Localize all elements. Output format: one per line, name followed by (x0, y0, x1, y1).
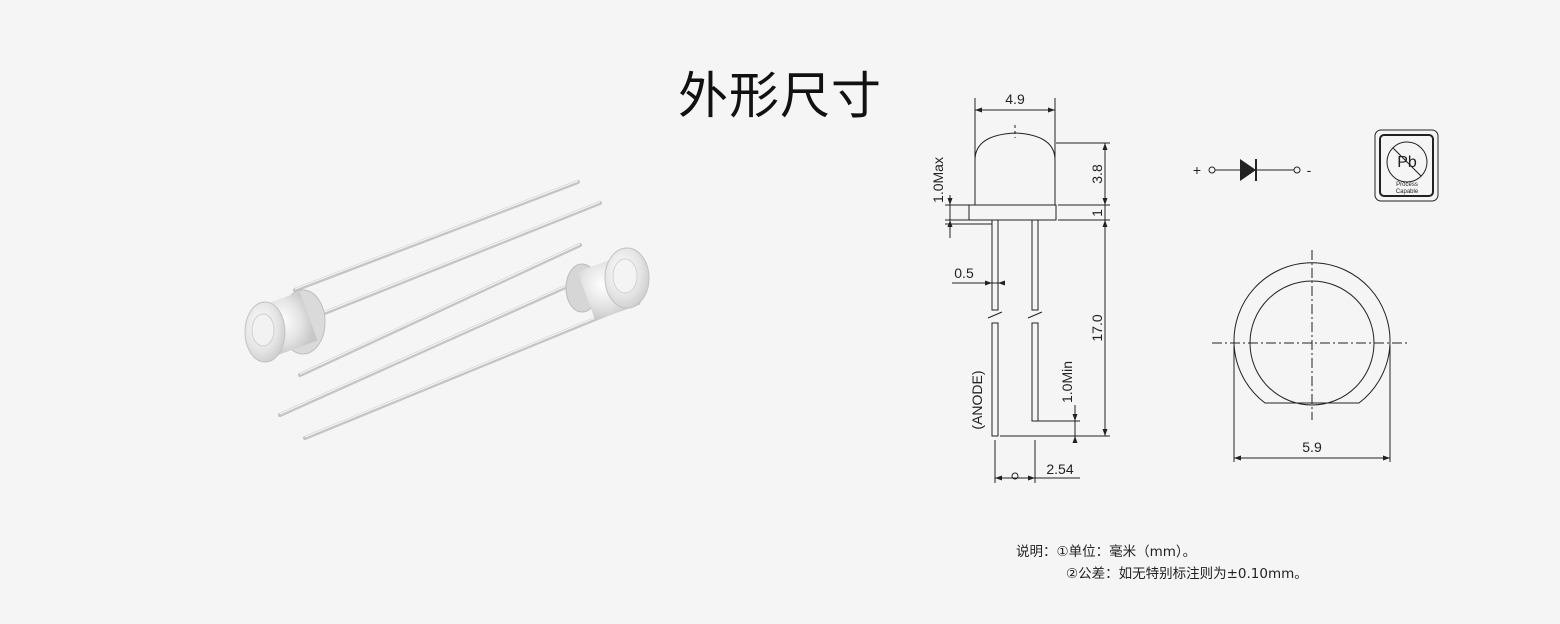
dim-flange-height: 1 (1089, 209, 1105, 217)
dim-lead-width: 0.5 (954, 265, 974, 281)
led-leads-left (293, 180, 602, 322)
dim-lead-min: 1.0Min (1059, 361, 1075, 403)
dim-lead-pitch: 2.54 (1046, 461, 1073, 477)
led-left (244, 289, 326, 363)
pb-badge-line1: Process (1396, 182, 1418, 188)
page-title: 外形尺寸 (678, 67, 882, 125)
diode-plus-label: + (1193, 162, 1201, 178)
note-unit: ①单位：毫米（mm）。 (1056, 544, 1197, 560)
note-tolerance: ②公差：如无特别标注则为±0.10mm。 (1066, 566, 1308, 582)
note-line-1: 说明：①单位：毫米（mm）。 (1016, 541, 1308, 563)
led-product-photo (244, 180, 650, 440)
dim-body-width: 4.9 (1005, 91, 1025, 107)
led-leads-right (278, 243, 607, 440)
led-right (565, 247, 650, 321)
pb-badge-element: Pb (1397, 154, 1417, 171)
dim-dome-height: 3.8 (1089, 164, 1105, 184)
note-label: 说明： (1016, 544, 1057, 560)
pb-badge-line2: Capable (1396, 189, 1419, 195)
dim-flange-max: 1.0Max (930, 157, 946, 203)
note-line-2: ②公差：如无特别标注则为±0.10mm。 (1016, 563, 1308, 585)
diode-minus-label: - (1307, 162, 1312, 178)
dim-lead-length: 17.0 (1089, 314, 1105, 341)
anode-label: (ANODE) (969, 370, 985, 429)
diode-triangle (1240, 159, 1256, 181)
notes-block: 说明：①单位：毫米（mm）。 ②公差：如无特别标注则为±0.10mm。 (1016, 541, 1308, 585)
dim-flange-diameter: 5.9 (1302, 439, 1322, 455)
